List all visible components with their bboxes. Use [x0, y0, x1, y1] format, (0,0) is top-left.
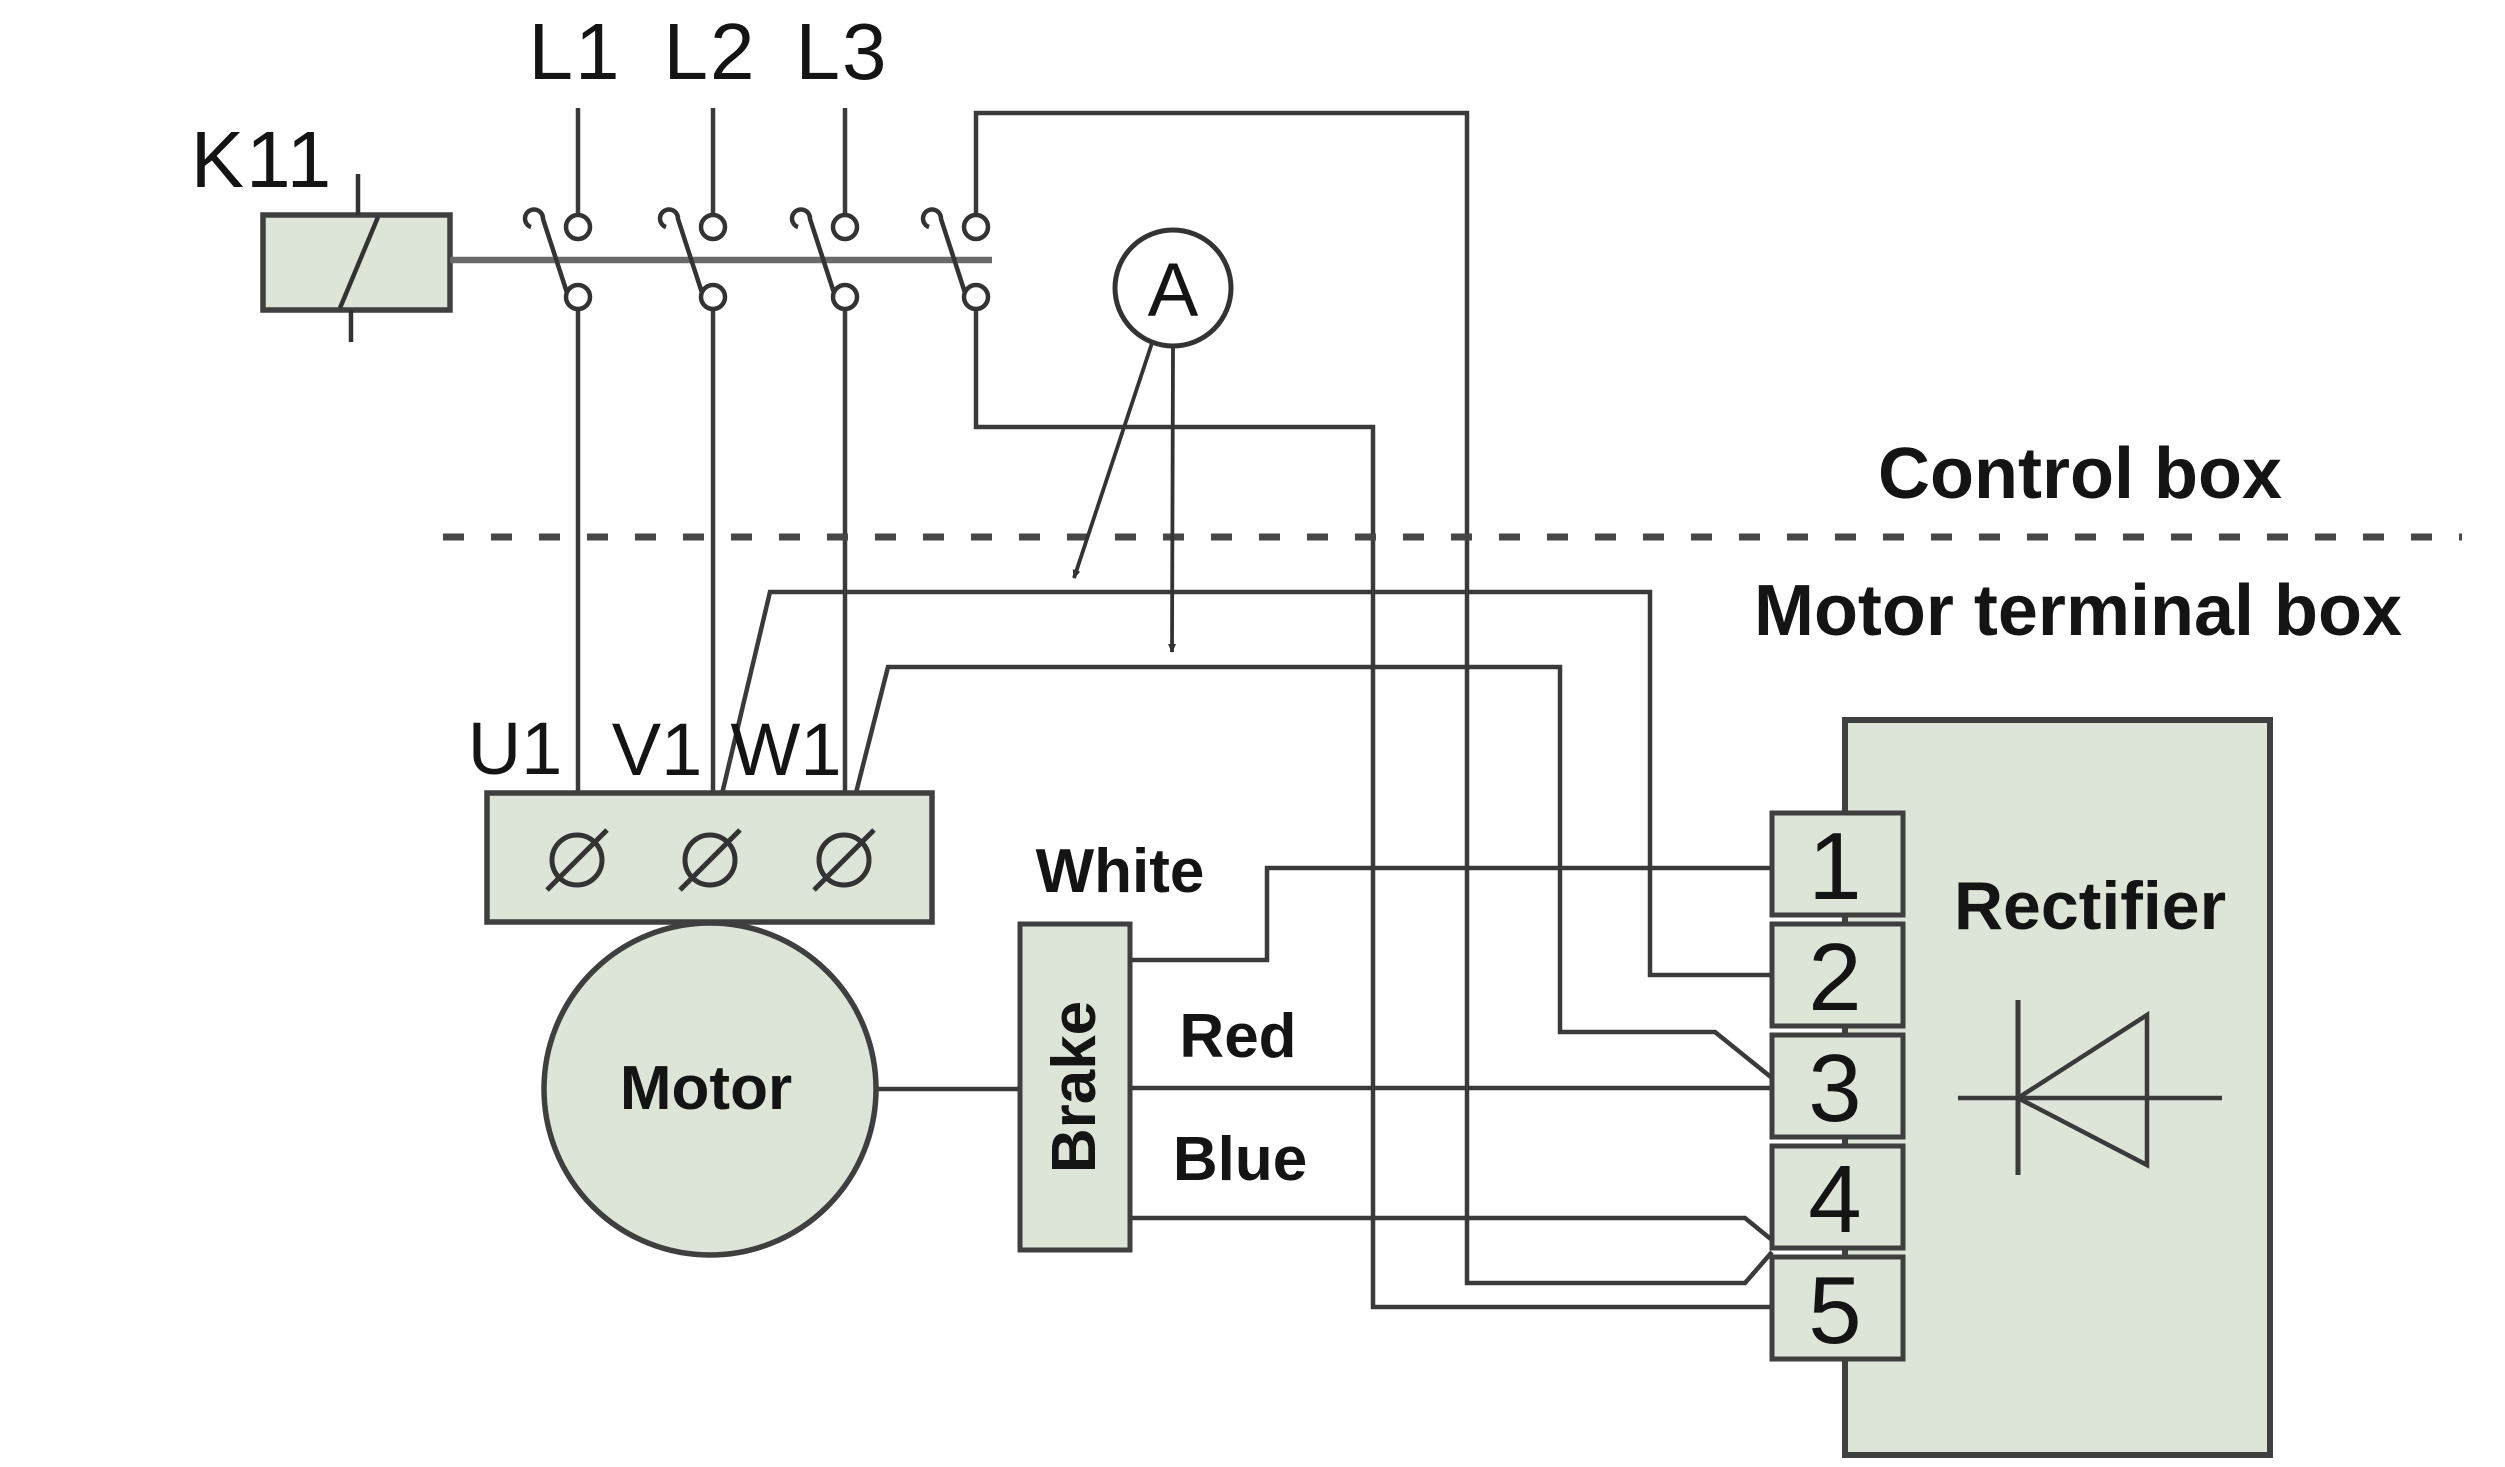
wire-label-white: White [1035, 837, 1205, 906]
terminal-number-3: 3 [1808, 1035, 1862, 1142]
terminal-cell-5 [1769, 1254, 1906, 1362]
terminal-number-2: 2 [1808, 924, 1862, 1031]
terminal-number-4: 4 [1808, 1146, 1862, 1253]
terminal-number-1: 1 [1808, 813, 1862, 920]
switch-contact-icons [563, 212, 991, 312]
control-box-title: Control box [1878, 434, 2282, 514]
terminal-number-5: 5 [1808, 1257, 1862, 1364]
motor-circle [541, 920, 879, 1258]
wire-aux-bottom-t5 [973, 309, 1772, 1310]
contactor-coil-k11 [260, 174, 453, 342]
ammeter-label: A [1147, 248, 1199, 333]
terminal-screw-icons [545, 828, 876, 892]
thyristor-icon [1958, 1000, 2222, 1175]
terminal-label-v1: V1 [611, 708, 703, 791]
wire-white-to-t1 [1130, 865, 1772, 963]
wire-label-red: Red [1179, 1002, 1297, 1071]
terminal-label-u1: U1 [467, 707, 563, 790]
ammeter-icon [1072, 227, 1234, 653]
phase-label-l1: L1 [528, 7, 622, 96]
terminal-cell-1 [1769, 810, 1906, 918]
terminal-block [1769, 810, 1906, 1362]
switch-poles [522, 207, 991, 312]
switch-blade-icons [522, 207, 971, 303]
terminal-label-w1: W1 [730, 708, 842, 791]
ammeter-arrow-v1 [1072, 342, 1154, 579]
wire-v1-to-t2 [709, 589, 1772, 978]
motor-label: Motor [619, 1054, 793, 1123]
ammeter-arrow-w1 [1168, 347, 1177, 653]
terminal-cell-3 [1769, 1032, 1906, 1140]
rectifier-box [1842, 717, 2273, 1458]
wire-w1-to-t3 [842, 664, 1774, 1080]
rectifier-label: Rectifier [1953, 868, 2227, 944]
motor-terminal-box-title: Motor terminal box [1753, 571, 2403, 651]
terminal-cell-4 [1769, 1143, 1906, 1251]
wire-label-blue: Blue [1172, 1125, 1308, 1194]
motor-terminal-strip [484, 790, 935, 925]
phase-label-l3: L3 [795, 7, 889, 96]
phase-label-l2: L2 [663, 7, 757, 96]
wire-blue-to-t4 [1130, 1215, 1774, 1242]
wire-aux-top-loop-t4 [973, 110, 1774, 1286]
brake-label: Brake [1040, 1000, 1109, 1174]
contactor-label: K11 [190, 115, 334, 204]
terminal-cell-2 [1769, 921, 1906, 1029]
brake-box [1017, 921, 1133, 1253]
